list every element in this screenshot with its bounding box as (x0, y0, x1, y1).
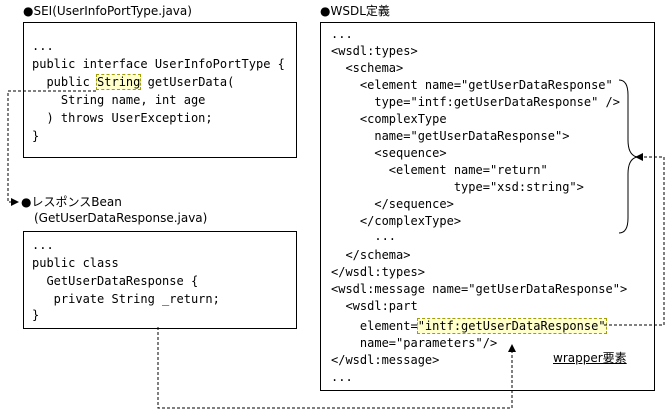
code-line: ... (331, 27, 353, 41)
code-line: <element name="getUserDataResponse" (331, 78, 613, 92)
code-line: element="intf:getUserDataResponse" (331, 318, 607, 334)
code-line: </sequence> (331, 197, 454, 211)
response-bean-code-box: ... public class GetUserDataResponse { p… (23, 231, 297, 329)
code-line: type="intf:getUserDataResponse" /> (331, 95, 620, 109)
code-line: <wsdl:message name="getUserDataResponse"… (331, 282, 628, 296)
wsdl-heading: ●WSDL定義 (320, 4, 390, 18)
code-text: element= (331, 319, 418, 333)
code-line: name="parameters"/> (331, 336, 498, 350)
code-line: <schema> (331, 61, 404, 75)
code-line: } (32, 129, 40, 143)
code-line: public class (32, 256, 119, 270)
sei-heading: ●SEI(UserInfoPortType.java) (23, 4, 192, 18)
code-line: <wsdl:part (331, 299, 418, 313)
code-line: </schema> (331, 248, 411, 262)
code-line: String name, int age (32, 93, 206, 107)
string-return-type-highlight: String (96, 74, 142, 90)
code-line: public String getUserData( (32, 74, 235, 90)
wsdl-code-box: ... <wsdl:types> <schema> <element name=… (320, 22, 655, 391)
code-line: ... (32, 238, 54, 252)
response-bean-subheading: (GetUserDataResponse.java) (34, 211, 208, 225)
wrapper-element-highlight: "intf:getUserDataResponse" (416, 318, 607, 334)
code-line: private String _return; (32, 292, 220, 306)
response-bean-heading: ●レスポンスBean (21, 195, 122, 209)
wrapper-element-label: wrapper要素 (553, 351, 627, 365)
code-line: type="xsd:string"> (331, 180, 584, 194)
code-line: ... (331, 229, 397, 243)
code-line: </wsdl:message> (331, 353, 440, 367)
code-line: <element name="return" (331, 163, 548, 177)
code-line: <complexType (331, 112, 447, 126)
code-line: } (32, 308, 40, 322)
code-line: </complexType> (331, 214, 462, 228)
code-line: ... (32, 39, 54, 53)
code-text: getUserData( (140, 75, 235, 89)
code-line: ) throws UserException; (32, 111, 213, 125)
code-line: ... (331, 370, 353, 384)
code-text: public (32, 75, 98, 89)
code-line: <sequence> (331, 146, 447, 160)
code-line: <wsdl:types> (331, 44, 418, 58)
code-line: name="getUserDataResponse"> (331, 129, 570, 143)
code-line: GetUserDataResponse { (32, 274, 199, 288)
sei-code-box: ... public interface UserInfoPortType { … (23, 22, 297, 158)
code-line: </wsdl:types> (331, 265, 425, 279)
code-line: public interface UserInfoPortType { (32, 57, 285, 71)
